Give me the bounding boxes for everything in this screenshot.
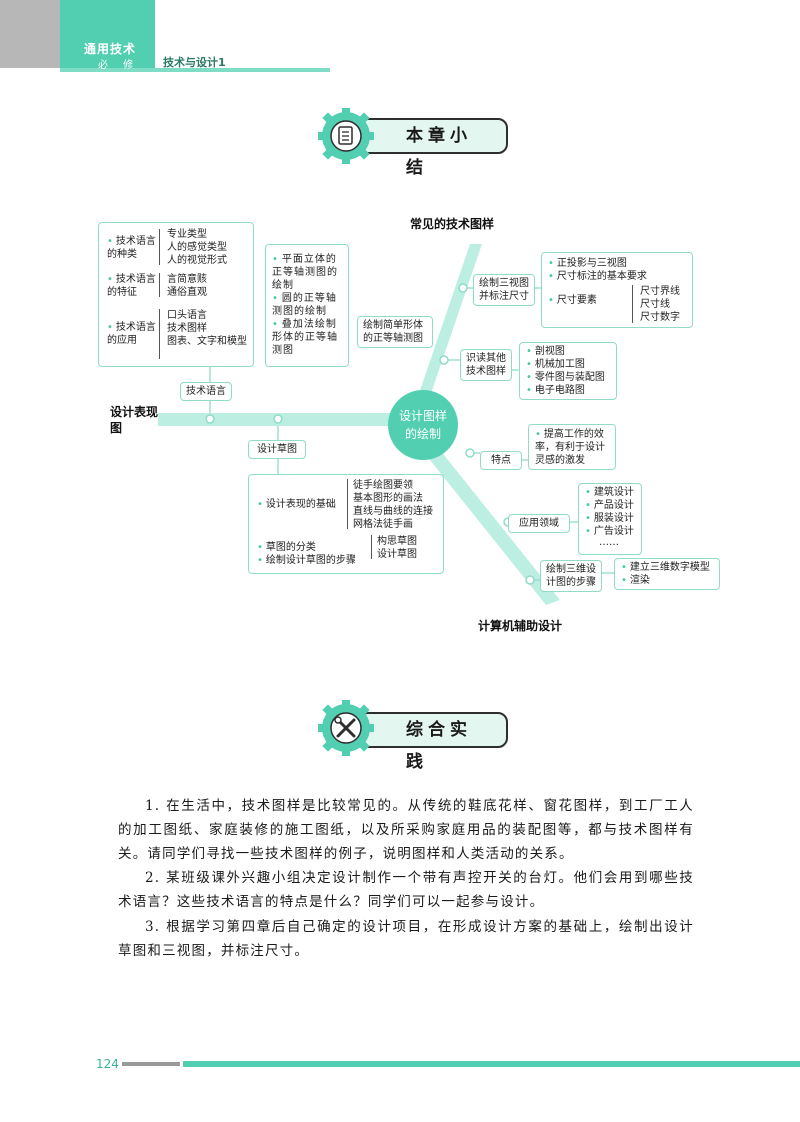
- practice-question-2: 2. 某班级课外兴趣小组决定设计制作一个带有声控开关的台灯。他们会用到哪些技术语…: [118, 870, 694, 910]
- tools-icon: [318, 700, 374, 756]
- section-title-practice: 综合实践: [318, 700, 508, 772]
- practice-question-1: 1. 在生活中，技术图样是比较常见的。从传统的鞋底花样、窗花图样，到工厂工人的加…: [118, 798, 694, 862]
- language-features-label: 技术语言的特征: [107, 273, 161, 299]
- sketch-basis-item: 网格法徒手画: [353, 519, 413, 530]
- threeview-item: 尺寸标注的基本要求: [548, 270, 647, 283]
- cad-field-item: ……: [599, 537, 619, 548]
- section-title-summary: 本章小结: [318, 108, 508, 178]
- language-feature-item: 言简意赅: [167, 274, 207, 285]
- language-app-item: 技术图样: [167, 323, 207, 334]
- header-series: 通用技术: [84, 42, 137, 56]
- sketch-box: 设计表现的基础 徒手绘图要领 基本图形的画法 直线与曲线的连接 网格法徒手画 草…: [248, 474, 444, 574]
- footer-gray-bar: [122, 1062, 180, 1066]
- page-number: 124: [96, 1057, 119, 1071]
- threeview-element-item: 尺寸线: [640, 299, 670, 310]
- header-volume: 必 修: [98, 60, 140, 71]
- language-app-item: 图表、文字和模型: [167, 336, 247, 347]
- axonometric-item: 叠加法绘制形体的正等轴测图: [272, 318, 344, 357]
- header-green-block: [60, 0, 155, 68]
- language-node: 技术语言: [180, 382, 232, 401]
- cad-steps-box: 建立三维数字模型 渲染: [614, 558, 720, 590]
- practice-question-3: 3. 根据学习第四章后自己确定的设计项目，在形成设计方案的基础上，绘制出设计草图…: [118, 919, 694, 959]
- axis-label-top: 常见的技术图样: [410, 217, 495, 231]
- other-drawings-item: 零件图与装配图: [526, 371, 605, 384]
- sketch-node: 设计草图: [248, 440, 306, 459]
- language-type-item: 人的感觉类型: [167, 242, 227, 253]
- language-feature-item: 通俗直观: [167, 287, 207, 298]
- axonometric-item: 圆的正等轴测图的绘制: [272, 292, 344, 318]
- axonometric-box: 平面立体的正等轴测图的绘制 圆的正等轴测图的绘制 叠加法绘制形体的正等轴测图: [265, 244, 349, 367]
- threeview-element-item: 尺寸界线: [640, 286, 680, 297]
- cad-field-item: 产品设计: [585, 499, 634, 512]
- other-drawings-item: 电子电路图: [526, 384, 585, 397]
- other-drawings-node: 识读其他技术图样: [460, 349, 512, 381]
- cad-fields-node: 应用领域: [508, 514, 570, 533]
- sketch-basis-item: 徒手绘图要领: [353, 480, 413, 491]
- other-drawings-item: 机械加工图: [526, 358, 585, 371]
- cad-features-box: 提高工作的效率，有利于设计灵感的激发: [528, 424, 616, 470]
- gear-document-icon: [318, 108, 374, 164]
- axonometric-item: 平面立体的正等轴测图的绘制: [272, 253, 344, 292]
- language-box: 技术语言的种类 专业类型 人的感觉类型 人的视觉形式 技术语言的特征 言简意赅 …: [98, 222, 254, 367]
- sketch-classify-label: 草图的分类: [257, 541, 316, 554]
- sketch-steps-label: 绘制设计草图的步骤: [257, 554, 356, 567]
- section-title-text: 综合实践: [358, 712, 508, 772]
- threeview-element-item: 尺寸数字: [640, 312, 680, 323]
- mindmap-center-node: 设计图样的绘制: [388, 390, 458, 460]
- section-title-text: 本章小结: [358, 118, 508, 178]
- cad-features-text: 提高工作的效率，有利于设计灵感的激发: [535, 428, 613, 467]
- header-gray-block: [0, 0, 60, 68]
- sketch-classify-item: 构思草图: [377, 536, 417, 547]
- sketch-basis-label: 设计表现的基础: [257, 498, 336, 511]
- threeview-item: 正投影与三视图: [548, 257, 627, 270]
- cad-field-item: 广告设计: [585, 525, 634, 538]
- language-apps-label: 技术语言的应用: [107, 321, 161, 347]
- threeview-node: 绘制三视图并标注尺寸: [473, 274, 535, 306]
- footer-green-bar: [183, 1061, 800, 1067]
- sketch-basis-item: 基本图形的画法: [353, 493, 423, 504]
- cad-step-item: 渲染: [621, 574, 650, 587]
- other-drawings-item: 剖视图: [526, 345, 565, 358]
- cad-step-item: 建立三维数字模型: [621, 561, 710, 574]
- axonometric-node: 绘制简单形体的正等轴测图: [357, 316, 433, 348]
- axis-label-bottom: 计算机辅助设计: [478, 619, 563, 633]
- threeview-box: 正投影与三视图 尺寸标注的基本要求 尺寸要素 尺寸界线 尺寸线 尺寸数字: [541, 252, 693, 328]
- cad-field-item: 建筑设计: [585, 486, 634, 499]
- sketch-classify-item: 设计草图: [377, 549, 417, 560]
- language-type-item: 人的视觉形式: [167, 255, 227, 266]
- cad-field-item: 服装设计: [585, 512, 634, 525]
- language-app-item: 口头语言: [167, 310, 207, 321]
- header-book-title: 技术与设计1: [163, 56, 226, 69]
- language-type-item: 专业类型: [167, 229, 207, 240]
- axis-label-left: 设计表现图: [110, 405, 159, 435]
- threeview-elements-label: 尺寸要素: [548, 294, 597, 307]
- cad-features-node: 特点: [480, 451, 522, 470]
- language-types-label: 技术语言的种类: [107, 235, 161, 261]
- other-drawings-box: 剖视图 机械加工图 零件图与装配图 电子电路图: [519, 342, 617, 400]
- header-strip: [60, 68, 330, 72]
- sketch-basis-item: 直线与曲线的连接: [353, 506, 433, 517]
- cad-steps-node: 绘制三维设计图的步骤: [540, 560, 602, 592]
- cad-fields-box: 建筑设计 产品设计 服装设计 广告设计 ……: [578, 483, 642, 555]
